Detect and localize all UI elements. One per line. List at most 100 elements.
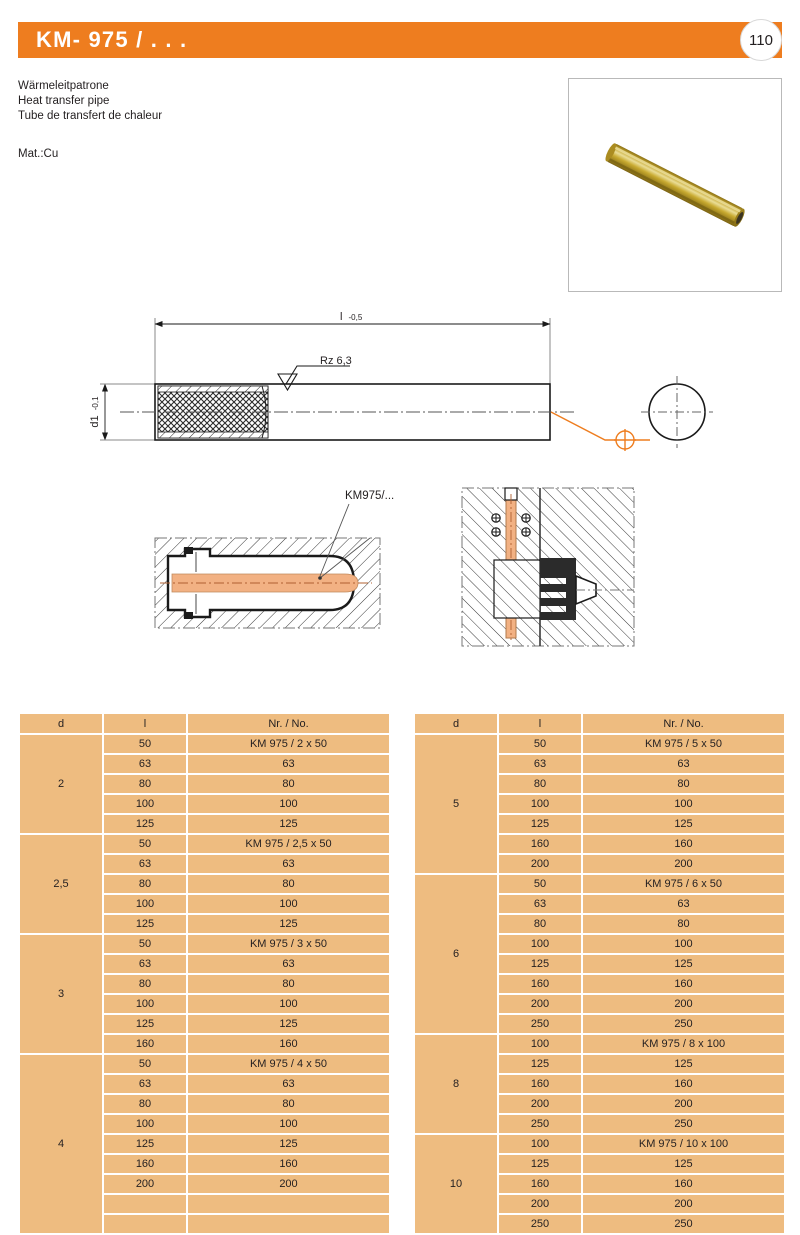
table-row <box>20 1195 389 1213</box>
cell-order-number: 125 <box>583 955 784 973</box>
column-header-l: l <box>499 714 581 733</box>
cell-order-number: 125 <box>583 1155 784 1173</box>
cell-order-number: 100 <box>583 795 784 813</box>
cell-order-number: 80 <box>583 775 784 793</box>
cell-length: 250 <box>499 1215 581 1233</box>
cell-length: 160 <box>499 1175 581 1193</box>
cell-length: 160 <box>104 1155 186 1173</box>
cell-order-number: 63 <box>188 755 389 773</box>
cell-order-number: 80 <box>188 775 389 793</box>
application-label-core: KM975/... <box>345 490 394 502</box>
cell-order-number: 125 <box>583 815 784 833</box>
cell-length: 100 <box>499 1035 581 1053</box>
cell-length: 125 <box>499 815 581 833</box>
column-header-l: l <box>104 714 186 733</box>
cell-length: 125 <box>104 1015 186 1033</box>
cell-length: 200 <box>499 855 581 873</box>
cell-order-number: 125 <box>188 915 389 933</box>
cell-length: 125 <box>499 1055 581 1073</box>
cell-order-number: KM 975 / 2,5 x 50 <box>188 835 389 853</box>
cell-order-number: 63 <box>583 895 784 913</box>
length-dim-symbol: l <box>340 311 342 323</box>
cell-order-number: KM 975 / 2 x 50 <box>188 735 389 753</box>
cell-order-number: 160 <box>188 1155 389 1173</box>
cell-order-number: 63 <box>188 855 389 873</box>
cell-order-number: KM 975 / 6 x 50 <box>583 875 784 893</box>
cell-length: 125 <box>499 1155 581 1173</box>
cell-length: 100 <box>104 895 186 913</box>
cell-length: 80 <box>104 975 186 993</box>
cell-length: 125 <box>104 915 186 933</box>
cell-diameter: 5 <box>415 735 497 873</box>
cell-length: 63 <box>499 755 581 773</box>
cell-length: 63 <box>499 895 581 913</box>
main-technical-drawing: l -0,5 d1 -0,1 Rz 6,3 <box>0 300 800 480</box>
cell-order-number: 100 <box>583 935 784 953</box>
cell-order-number: 100 <box>188 795 389 813</box>
cell-order-number <box>188 1215 389 1233</box>
cell-order-number: KM 975 / 3 x 50 <box>188 935 389 953</box>
cell-length: 100 <box>499 795 581 813</box>
cell-length: 160 <box>499 835 581 853</box>
cell-order-number: 125 <box>188 815 389 833</box>
product-photo-image <box>569 79 781 291</box>
cell-order-number: 80 <box>188 975 389 993</box>
cell-order-number: 200 <box>583 855 784 873</box>
page-number-badge: 110 <box>740 19 782 61</box>
table-header-row: d l Nr. / No. <box>415 714 784 733</box>
diameter-dim-symbol: d1 <box>89 415 101 427</box>
column-header-d: d <box>20 714 102 733</box>
cell-length <box>104 1215 186 1233</box>
cell-order-number: 80 <box>583 915 784 933</box>
surface-finish-symbol <box>277 365 350 392</box>
cell-length <box>104 1195 186 1213</box>
page-number-text: 110 <box>749 31 773 49</box>
surface-finish-label: Rz 6,3 <box>320 355 352 367</box>
cell-order-number: 125 <box>188 1015 389 1033</box>
cell-order-number: KM 975 / 5 x 50 <box>583 735 784 753</box>
cell-length: 200 <box>104 1175 186 1193</box>
cell-order-number: 160 <box>583 975 784 993</box>
description-de: Wärmeleitpatrone <box>18 80 109 92</box>
header-bar <box>18 22 782 58</box>
cell-order-number: 200 <box>188 1175 389 1193</box>
cell-length: 250 <box>499 1115 581 1133</box>
description-en: Heat transfer pipe <box>18 95 110 107</box>
cell-order-number: 100 <box>188 895 389 913</box>
cell-length: 160 <box>104 1035 186 1053</box>
cell-order-number: 160 <box>583 835 784 853</box>
cell-diameter: 2 <box>20 735 102 833</box>
cell-order-number: KM 975 / 10 x 100 <box>583 1135 784 1153</box>
cell-length: 80 <box>104 1095 186 1113</box>
product-photo-frame <box>568 78 782 292</box>
cell-order-number: KM 975 / 4 x 50 <box>188 1055 389 1073</box>
diameter-dimension-label: d1 -0,1 <box>89 396 101 428</box>
cell-order-number: 100 <box>188 1115 389 1133</box>
cell-length: 63 <box>104 755 186 773</box>
